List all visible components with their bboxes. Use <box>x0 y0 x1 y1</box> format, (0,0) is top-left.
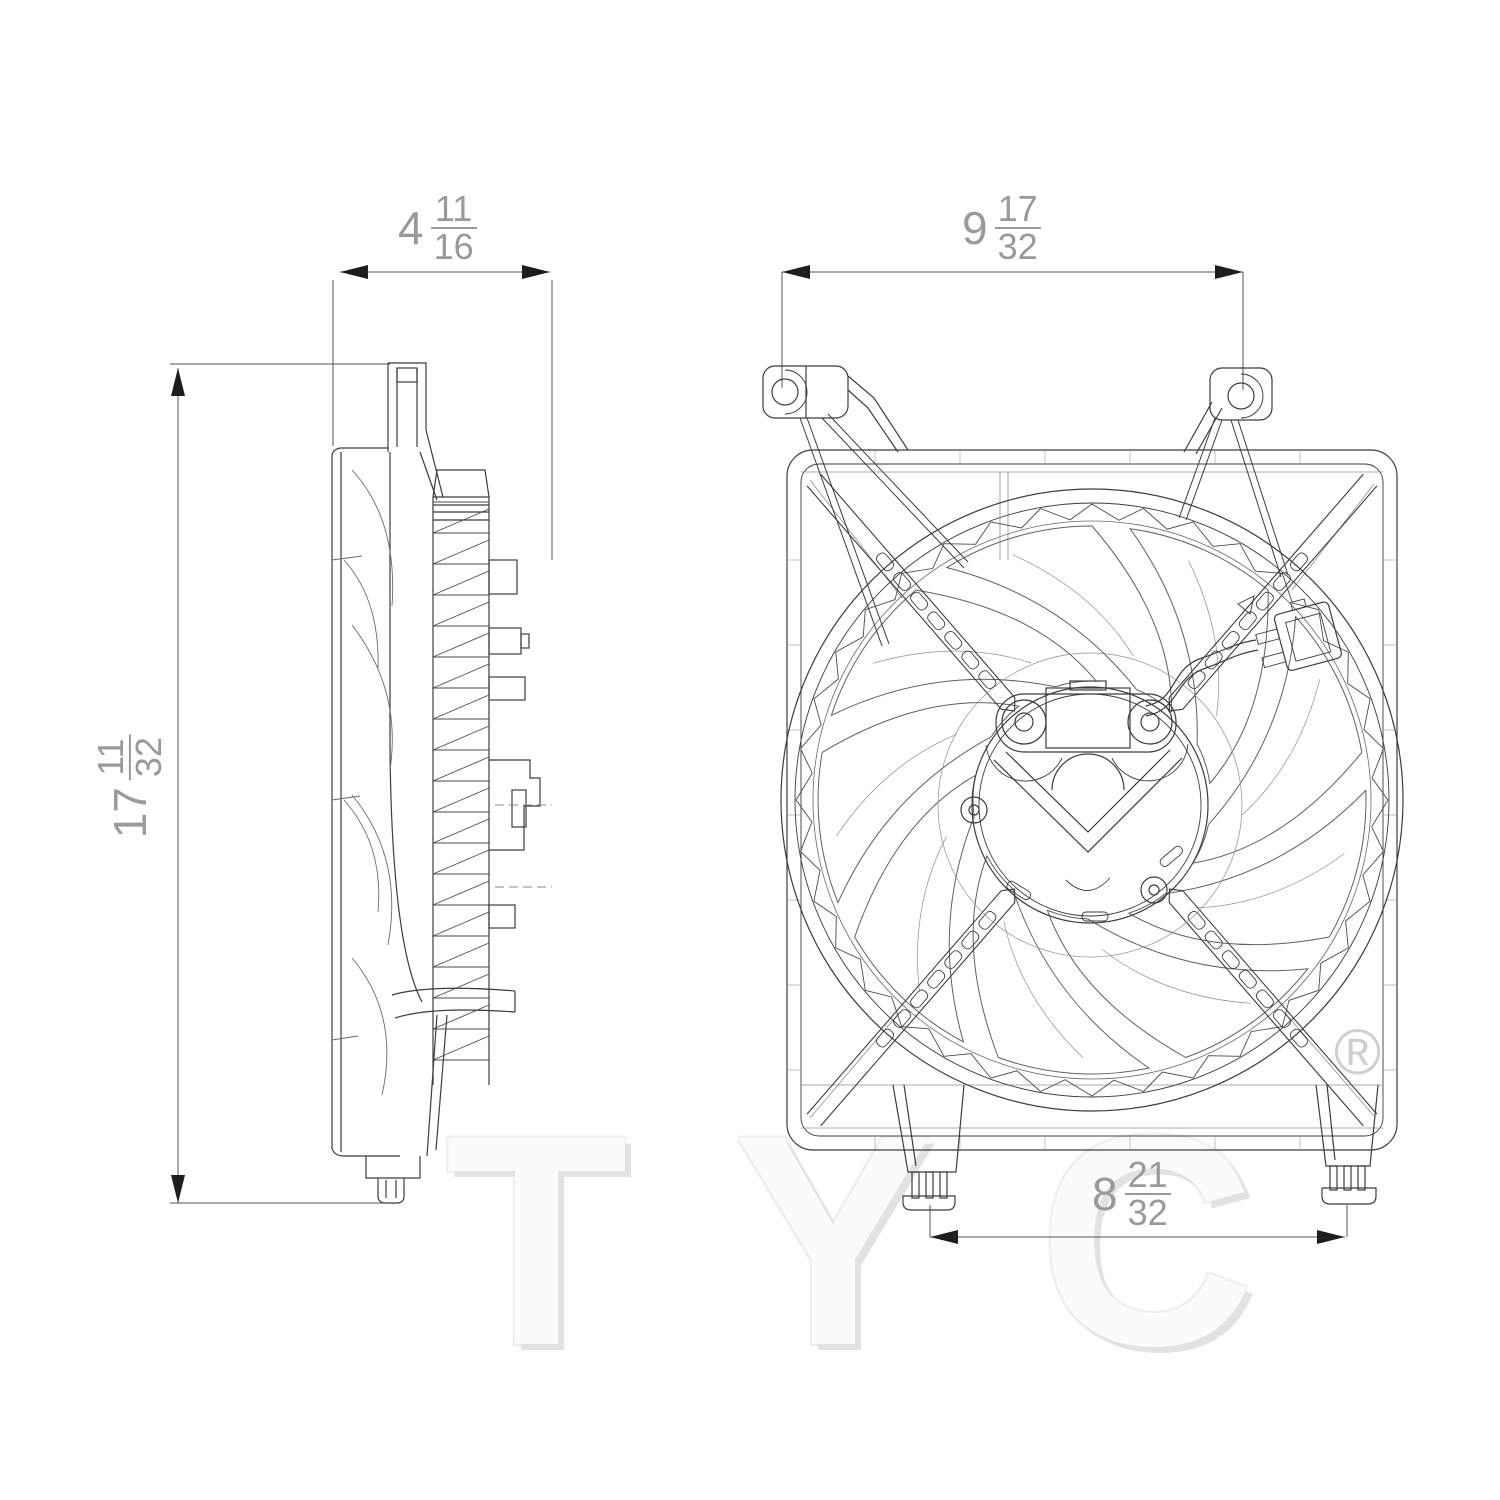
motor-hub <box>937 652 1243 958</box>
connector-plug <box>1255 598 1342 671</box>
support-struts <box>806 473 1378 1127</box>
shroud-outer-frame <box>786 449 1398 1151</box>
dimension-fraction: 17 32 <box>994 190 1041 265</box>
dimension-top-right: 9 17 32 <box>962 190 1041 265</box>
tyc-watermark: TYC <box>445 1072 1360 1408</box>
dimension-whole: 17 <box>104 787 157 839</box>
motor-fins <box>432 501 490 1061</box>
dimension-fraction: 11 32 <box>90 734 169 781</box>
shroud-ribs <box>801 471 1383 1129</box>
hub-slots <box>1006 845 1183 922</box>
side-view <box>331 362 552 1204</box>
shroud-grid-ticks <box>788 451 1396 1149</box>
shroud-inner-frame <box>800 463 1384 1137</box>
dimension-arrowheads <box>171 265 1345 1244</box>
foot-left <box>892 1084 965 1211</box>
dimension-fraction: 11 16 <box>430 190 477 265</box>
dimension-left: 17 11 32 <box>90 734 169 839</box>
fan-blades <box>817 525 1367 1075</box>
dimension-whole: 9 <box>962 202 988 255</box>
dimension-whole: 4 <box>398 202 424 255</box>
side-blade-curves <box>331 469 394 1096</box>
dimension-bottom: 8 21 32 <box>1092 1156 1171 1231</box>
centerlines <box>495 804 552 888</box>
tab-braces <box>799 413 1289 647</box>
dimension-fraction: 21 32 <box>1124 1156 1171 1231</box>
mounting-tab-right <box>1183 367 1273 455</box>
dimension-top-left: 4 11 16 <box>398 190 477 265</box>
mounting-tab-left <box>762 365 909 453</box>
foot-right <box>1315 1084 1379 1205</box>
wire-harness <box>1145 595 1259 717</box>
front-view <box>762 365 1404 1211</box>
ring-serration <box>795 503 1389 1097</box>
dimension-whole: 8 <box>1092 1168 1118 1221</box>
dimension-lines <box>170 265 1348 1244</box>
